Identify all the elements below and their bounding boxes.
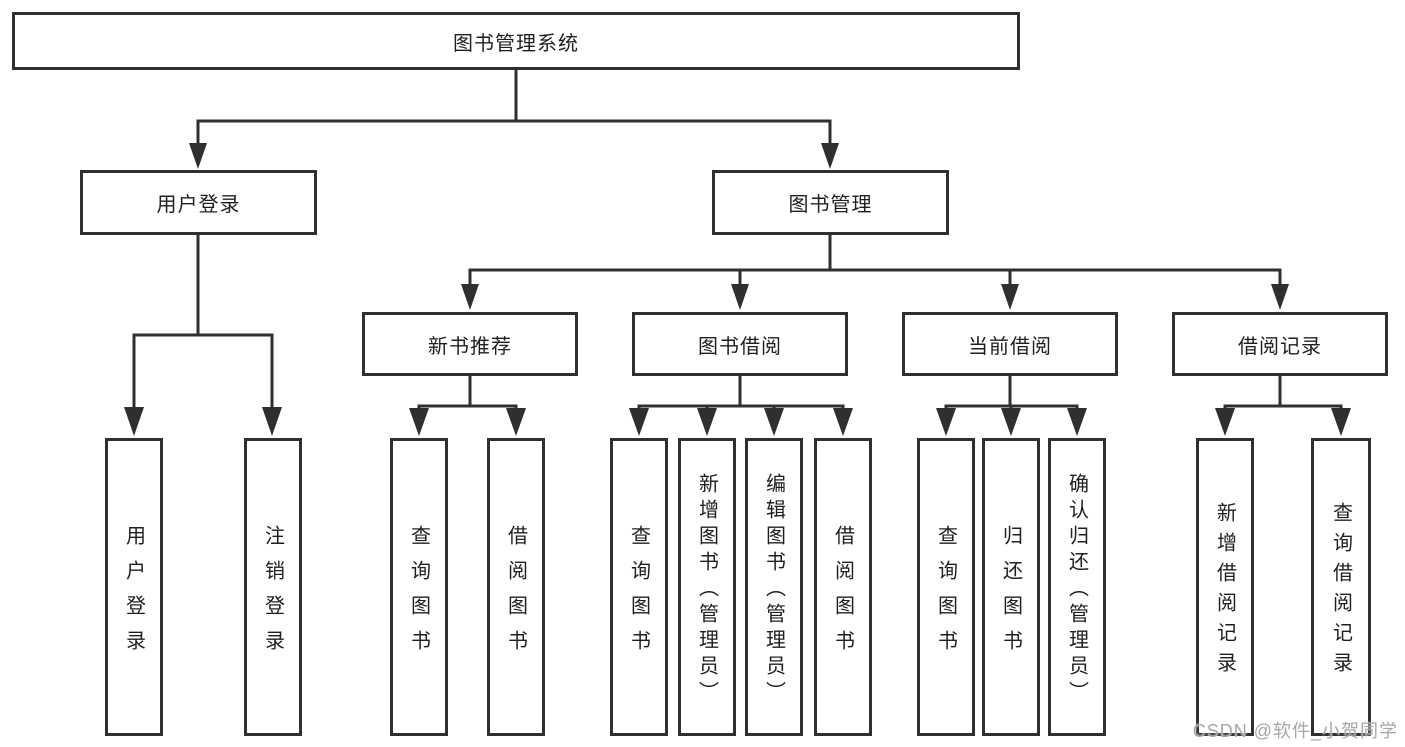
branch-root <box>189 70 839 169</box>
node-label: 图书借阅 <box>698 335 782 358</box>
leaf-user-login: 用户登录 <box>105 438 163 736</box>
leaf-add-borrow-record: 新增借阅记录 <box>1196 438 1254 736</box>
node-current-borrowing: 当前借阅 <box>902 312 1118 376</box>
node-book-management: 图书管理 <box>712 170 949 235</box>
leaf-add-book-admin: 新增图书（管理员） <box>678 438 736 736</box>
node-root-system: 图书管理系统 <box>12 12 1020 70</box>
node-book-borrowing: 图书借阅 <box>632 312 848 376</box>
branch-new-book <box>409 376 526 436</box>
node-label: 借阅记录 <box>1238 335 1322 358</box>
leaf-confirm-return-admin: 确认归还（管理员） <box>1048 438 1106 736</box>
node-borrowing-records: 借阅记录 <box>1172 312 1388 376</box>
leaf-edit-book-admin: 编辑图书（管理员） <box>745 438 803 736</box>
branch-user-login <box>124 235 282 436</box>
branch-borrow-record <box>1215 376 1351 436</box>
node-new-book-recommend: 新书推荐 <box>362 312 578 376</box>
leaf-borrow-books-borrow: 借阅图书 <box>814 438 872 736</box>
leaf-query-books-current: 查询图书 <box>917 438 975 736</box>
node-user-login: 用户登录 <box>80 170 317 235</box>
leaf-query-borrow-record: 查询借阅记录 <box>1311 438 1371 736</box>
leaf-borrow-books-newbook: 借阅图书 <box>487 438 545 736</box>
node-label: 图书管理系统 <box>453 32 579 55</box>
leaf-return-book: 归还图书 <box>982 438 1040 736</box>
leaf-logout: 注销登录 <box>244 438 302 736</box>
branch-book-mgmt <box>461 235 1289 310</box>
leaf-query-books-borrow: 查询图书 <box>610 438 668 736</box>
branch-book-borrow <box>629 376 853 436</box>
node-label: 用户登录 <box>156 194 241 216</box>
csdn-watermark: CSDN @软件_小贺同学 <box>1192 721 1398 741</box>
node-label: 当前借阅 <box>968 335 1052 358</box>
leaf-query-books-newbook: 查询图书 <box>390 438 448 736</box>
branch-current-borrow <box>936 376 1087 436</box>
node-label: 新书推荐 <box>428 335 512 358</box>
node-label: 图书管理 <box>788 194 873 216</box>
